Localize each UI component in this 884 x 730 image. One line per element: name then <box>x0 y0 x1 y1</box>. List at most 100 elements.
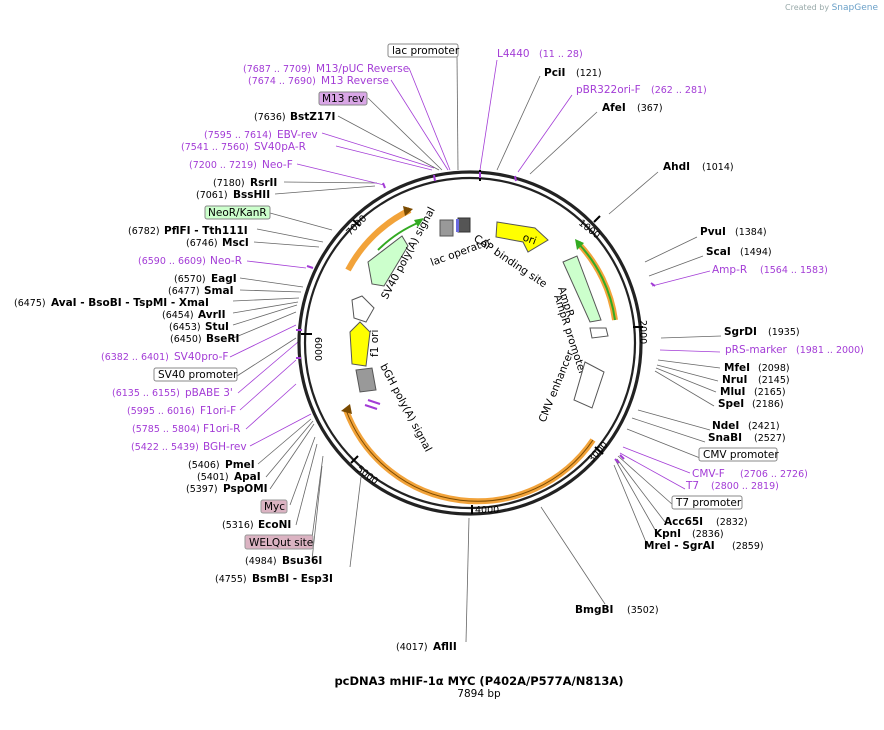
f1-ori-feature <box>349 321 371 367</box>
svg-text:(2098): (2098) <box>758 363 790 374</box>
label-avrii[interactable]: (6454) AvrII <box>162 309 226 321</box>
svg-text:CMV promoter: CMV promoter <box>703 449 779 461</box>
sv40-promoter-feature <box>351 295 375 323</box>
label-bsmbi-esp3i[interactable]: (4755) BsmBI - Esp3I <box>215 573 333 585</box>
label-bstz17i[interactable]: (7636) BstZ17I <box>254 111 335 123</box>
label-sv40pro-f[interactable]: (6382 .. 6401) SV40pro-F <box>101 351 228 363</box>
label-msci[interactable]: (6746) MscI <box>186 237 249 249</box>
label-t7[interactable]: T7 (2800 .. 2819) <box>685 480 779 492</box>
svg-text:PmeI: PmeI <box>225 459 255 471</box>
label-ebv-rev[interactable]: (7595 .. 7614) EBV-rev <box>204 129 318 141</box>
svg-text:(3502): (3502) <box>627 605 659 616</box>
svg-text:AflII: AflII <box>433 641 457 653</box>
svg-text:RsrII: RsrII <box>250 177 277 189</box>
label-myc[interactable]: Myc <box>260 499 288 514</box>
svg-text:(6454): (6454) <box>162 310 194 321</box>
svg-text:BssHII: BssHII <box>233 189 270 201</box>
label-bsshii[interactable]: (7061) BssHII <box>196 189 270 201</box>
label-sv40pa-r[interactable]: (7541 .. 7560) SV40pA-R <box>181 141 306 153</box>
svg-text:(1981 .. 2000): (1981 .. 2000) <box>796 345 864 356</box>
label-pbr322ori-f[interactable]: pBR322ori-F (262 .. 281) <box>576 84 707 96</box>
label-pflfi-tth111i[interactable]: (6782) PflFI - Tth111I <box>128 225 248 237</box>
svg-text:(1384): (1384) <box>735 227 767 238</box>
label-welqut-site[interactable]: WELQut site <box>244 534 314 550</box>
svg-text:SV40pro-F: SV40pro-F <box>174 351 228 363</box>
label-cmv-promoter[interactable]: CMV promoter <box>698 447 779 462</box>
label-cmv-f[interactable]: CMV-F (2706 .. 2726) <box>692 468 808 480</box>
svg-text:(7180): (7180) <box>213 178 245 189</box>
label-mfei[interactable]: MfeI (2098) <box>724 362 790 374</box>
label-m13-rev[interactable]: M13 rev <box>318 91 368 106</box>
svg-text:(5316): (5316) <box>222 520 254 531</box>
label-pvui[interactable]: PvuI (1384) <box>700 226 767 238</box>
svg-text:SV40pA-R: SV40pA-R <box>254 141 306 153</box>
svg-text:BGH-rev: BGH-rev <box>203 441 247 453</box>
backbone-inner <box>303 176 637 510</box>
label-bseri[interactable]: (6450) BseRI <box>170 333 239 345</box>
label-afei[interactable]: AfeI (367) <box>602 102 663 114</box>
label-avai-group[interactable]: (6475) AvaI - BsoBI - TspMI - XmaI <box>14 297 209 309</box>
label-neo-r[interactable]: (6590 .. 6609) Neo-R <box>138 255 242 267</box>
label-sv40-promoter[interactable]: SV40 promoter <box>153 367 238 382</box>
svg-text:KpnI: KpnI <box>654 528 681 540</box>
label-kpni[interactable]: KpnI (2836) <box>654 528 724 540</box>
label-ahdi[interactable]: AhdI (1014) <box>663 161 734 173</box>
label-stui[interactable]: (6453) StuI <box>169 321 229 333</box>
label-acc65i[interactable]: Acc65I (2832) <box>664 516 748 528</box>
label-aflii[interactable]: (4017) AflII <box>396 641 457 653</box>
label-pmei[interactable]: (5406) PmeI <box>188 459 255 471</box>
svg-text:pBABE 3': pBABE 3' <box>185 387 233 399</box>
svg-text:(5397): (5397) <box>186 484 218 495</box>
svg-text:SgrDI: SgrDI <box>724 326 757 338</box>
label-bsu36i[interactable]: (4984) Bsu36I <box>245 555 322 567</box>
label-pcii[interactable]: PciI (121) <box>544 67 602 79</box>
label-bmgbi[interactable]: BmgBI (3502) <box>575 604 659 616</box>
label-neor-kanr[interactable]: NeoR/KanR <box>204 205 271 220</box>
f1-ori-label: f1 ori <box>369 330 381 357</box>
svg-text:(5995 .. 6016): (5995 .. 6016) <box>127 406 195 417</box>
label-spei[interactable]: SpeI (2186) <box>718 398 784 410</box>
label-eagi[interactable]: (6570) EagI <box>174 273 237 285</box>
svg-text:SpeI: SpeI <box>718 398 744 410</box>
svg-text:(2186): (2186) <box>752 399 784 410</box>
svg-text:Neo-F: Neo-F <box>262 159 293 171</box>
label-pbabe3[interactable]: (6135 .. 6155) pBABE 3' <box>112 387 233 399</box>
svg-text:StuI: StuI <box>205 321 229 333</box>
cmv-enhancer-label: CMV enhancer <box>537 348 577 424</box>
label-snabi[interactable]: SnaBI (2527) <box>708 432 786 444</box>
label-amp-r[interactable]: Amp-R (1564 .. 1583) <box>712 264 828 276</box>
plasmid-length: 7894 bp <box>457 688 501 700</box>
label-neo-f[interactable]: (7200 .. 7219) Neo-F <box>189 159 293 171</box>
label-scai[interactable]: ScaI (1494) <box>706 246 772 258</box>
label-prs-marker[interactable]: pRS-marker (1981 .. 2000) <box>725 344 864 356</box>
label-bgh-rev[interactable]: (5422 .. 5439) BGH-rev <box>131 441 247 453</box>
label-m13-puc-reverse[interactable]: (7687 .. 7709) M13/pUC Reverse <box>243 63 409 75</box>
label-rsrii[interactable]: (7180) RsrII <box>213 177 277 189</box>
svg-text:(6782): (6782) <box>128 226 160 237</box>
label-apai[interactable]: (5401) ApaI <box>197 471 261 483</box>
label-f1ori-f[interactable]: (5995 .. 6016) F1ori-F <box>127 405 236 417</box>
label-ndei[interactable]: NdeI (2421) <box>712 420 780 432</box>
svg-text:AvrII: AvrII <box>198 309 226 321</box>
label-t7-promoter[interactable]: T7 promoter <box>671 495 743 510</box>
label-m13-reverse[interactable]: (7674 .. 7690) M13 Reverse <box>248 75 389 87</box>
label-pspomi[interactable]: (5397) PspOMI <box>186 483 268 495</box>
svg-text:(262 .. 281): (262 .. 281) <box>651 85 707 96</box>
label-econi[interactable]: (5316) EcoNI <box>222 519 291 531</box>
svg-text:EagI: EagI <box>211 273 237 285</box>
label-l4440[interactable]: L4440 (11 .. 28) <box>497 48 583 60</box>
label-sgrdi[interactable]: SgrDI (1935) <box>724 326 800 338</box>
cap-site-box <box>457 217 471 233</box>
svg-text:(2165): (2165) <box>754 387 786 398</box>
svg-text:PvuI: PvuI <box>700 226 726 238</box>
label-mlui[interactable]: MluI (2165) <box>720 386 786 398</box>
label-smai[interactable]: (6477) SmaI <box>168 285 234 297</box>
svg-text:(4984): (4984) <box>245 556 277 567</box>
svg-text:ScaI: ScaI <box>706 246 731 258</box>
label-mrei-sgrai[interactable]: MreI - SgrAI (2859) <box>644 540 764 552</box>
label-lac-promoter[interactable]: lac promoter <box>387 43 460 58</box>
label-f1ori-r[interactable]: (5785 .. 5804) F1ori-R <box>132 423 240 435</box>
svg-text:(2421): (2421) <box>748 421 780 432</box>
label-nrui[interactable]: NruI (2145) <box>722 374 790 386</box>
